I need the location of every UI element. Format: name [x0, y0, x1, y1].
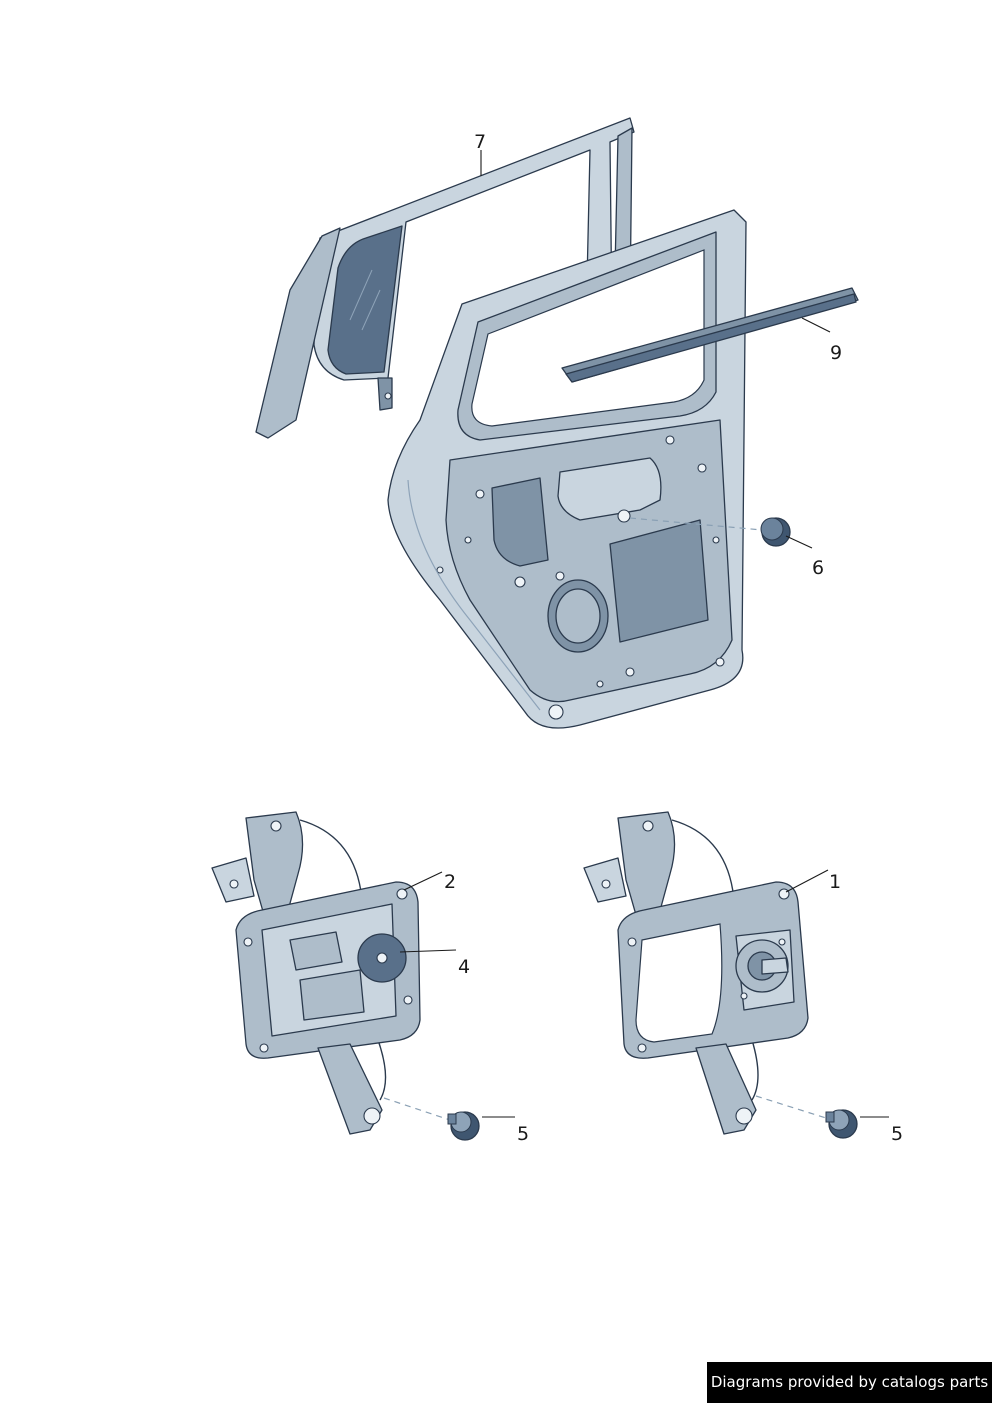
leader-regulator-motor	[403, 871, 443, 891]
leader-motor	[399, 949, 457, 953]
window-regulator-part[interactable]	[583, 811, 809, 1135]
leader-seal-strip	[801, 317, 831, 333]
window-regulator-with-motor-part[interactable]	[211, 811, 421, 1135]
leader-plug	[785, 535, 813, 549]
bolt-left-part[interactable]	[383, 1097, 480, 1141]
callout-bolt-right: 5	[891, 1123, 903, 1145]
window-frame-part[interactable]	[255, 117, 635, 439]
credit-banner: Diagrams provided by catalogs parts	[707, 1362, 992, 1403]
callout-window-regulator-with-motor: 2	[444, 871, 456, 893]
plug-part[interactable]	[629, 517, 791, 547]
callout-seal-strip: 9	[830, 342, 842, 364]
door-shell-part[interactable]	[387, 209, 747, 729]
bolt-right-part[interactable]	[755, 1095, 858, 1139]
seal-strip-part[interactable]	[561, 287, 859, 383]
callout-plug: 6	[812, 557, 824, 579]
callout-bolt-left: 5	[517, 1123, 529, 1145]
callout-motor: 4	[458, 956, 470, 978]
callout-frame: 7	[474, 131, 486, 153]
leader-regulator	[785, 869, 829, 893]
callout-window-regulator: 1	[829, 871, 841, 893]
